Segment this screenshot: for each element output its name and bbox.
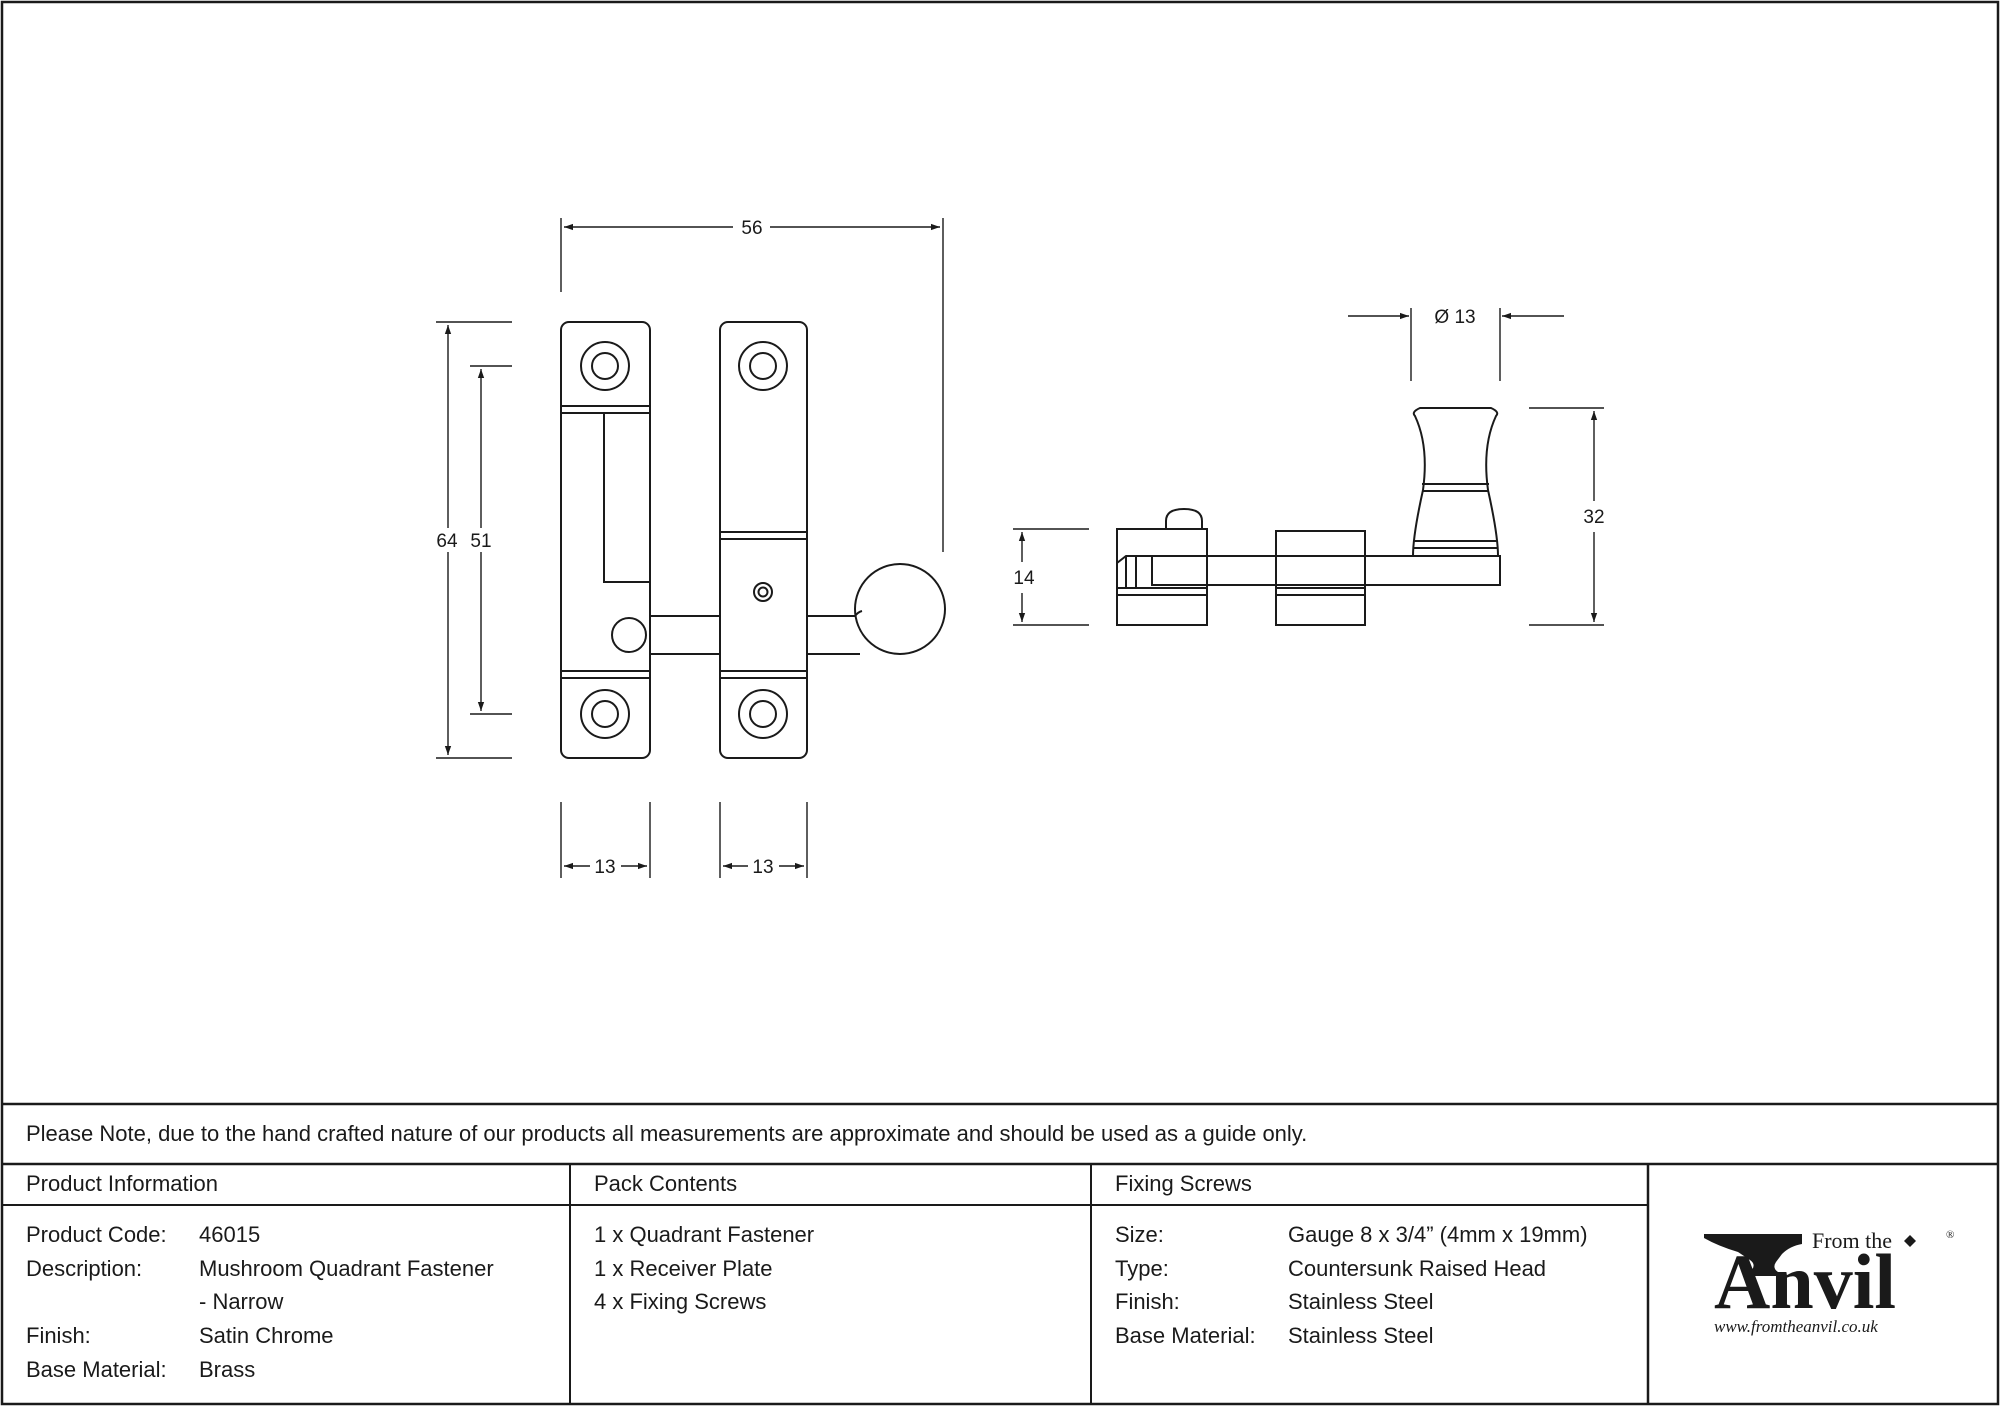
dim-fixing-centres: 51 bbox=[470, 531, 491, 552]
description-value-continued: - Narrow bbox=[199, 1289, 284, 1314]
left-plate bbox=[560, 321, 651, 759]
logo-anvil: Anvil bbox=[1714, 1238, 1896, 1325]
dim-knob-height: 32 bbox=[1583, 507, 1604, 528]
anvil-logo-mark: From the ® Anvil www.fromtheanvil.co.uk bbox=[1704, 1228, 1954, 1336]
product-information-heading: Product Information bbox=[26, 1171, 218, 1196]
logo-url: www.fromtheanvil.co.uk bbox=[1714, 1317, 1878, 1336]
from-the-anvil-logo: From the ® Anvil www.fromtheanvil.co.uk bbox=[1652, 1168, 1998, 1404]
screw-hole bbox=[580, 341, 630, 391]
diamond-icon bbox=[1904, 1235, 1916, 1247]
screw-type-label: Type: bbox=[1115, 1256, 1169, 1281]
description-label: Description: bbox=[26, 1256, 143, 1281]
dim-overall-width: 56 bbox=[741, 218, 762, 239]
screw-hole bbox=[580, 689, 630, 739]
fixing-screws-heading: Fixing Screws bbox=[1115, 1171, 1252, 1196]
base-material-label: Base Material: bbox=[26, 1357, 167, 1382]
dim-overall-height: 64 bbox=[436, 531, 458, 552]
screw-type-value: Countersunk Raised Head bbox=[1288, 1256, 1547, 1281]
mushroom-knob-profile bbox=[1411, 407, 1500, 557]
dim-plate-width-left: 13 bbox=[594, 857, 615, 878]
dim-plate-width-right: 13 bbox=[752, 857, 773, 878]
screw-finish-label: Finish: bbox=[1115, 1289, 1180, 1314]
logo-registered-mark: ® bbox=[1946, 1229, 1954, 1241]
dim-knob-diameter: Ø 13 bbox=[1434, 307, 1475, 328]
description-value: Mushroom Quadrant Fastener bbox=[199, 1256, 494, 1281]
screw-finish-value: Stainless Steel bbox=[1288, 1289, 1434, 1314]
catch-pin bbox=[611, 617, 647, 653]
side-view bbox=[1116, 407, 1501, 626]
pivot-point bbox=[753, 582, 773, 602]
pack-item: 4 x Fixing Screws bbox=[594, 1289, 767, 1314]
pack-item: 1 x Receiver Plate bbox=[594, 1256, 773, 1281]
screw-size-value: Gauge 8 x 3/4” (4mm x 19mm) bbox=[1288, 1222, 1588, 1247]
screw-base-material-label: Base Material: bbox=[1115, 1323, 1256, 1348]
finish-label: Finish: bbox=[26, 1323, 91, 1348]
pack-contents-heading: Pack Contents bbox=[594, 1171, 738, 1196]
measurement-note: Please Note, due to the hand crafted nat… bbox=[26, 1121, 1308, 1146]
anvil-icon bbox=[1704, 1234, 1802, 1276]
pack-item: 1 x Quadrant Fastener bbox=[594, 1222, 815, 1247]
screw-hole bbox=[738, 689, 788, 739]
knob-collar bbox=[1275, 530, 1366, 626]
dim-side-height: 14 bbox=[1013, 568, 1035, 589]
finish-value: Satin Chrome bbox=[199, 1323, 334, 1348]
front-view bbox=[560, 321, 946, 759]
base-material-value: Brass bbox=[199, 1357, 256, 1382]
product-code-value: 46015 bbox=[199, 1222, 261, 1247]
screw-size-label: Size: bbox=[1115, 1222, 1164, 1247]
screw-hole bbox=[738, 341, 788, 391]
mushroom-knob-top bbox=[854, 563, 946, 655]
screw-base-material-value: Stainless Steel bbox=[1288, 1323, 1434, 1348]
logo-from-the: From the bbox=[1812, 1228, 1892, 1253]
product-code-label: Product Code: bbox=[26, 1222, 167, 1247]
